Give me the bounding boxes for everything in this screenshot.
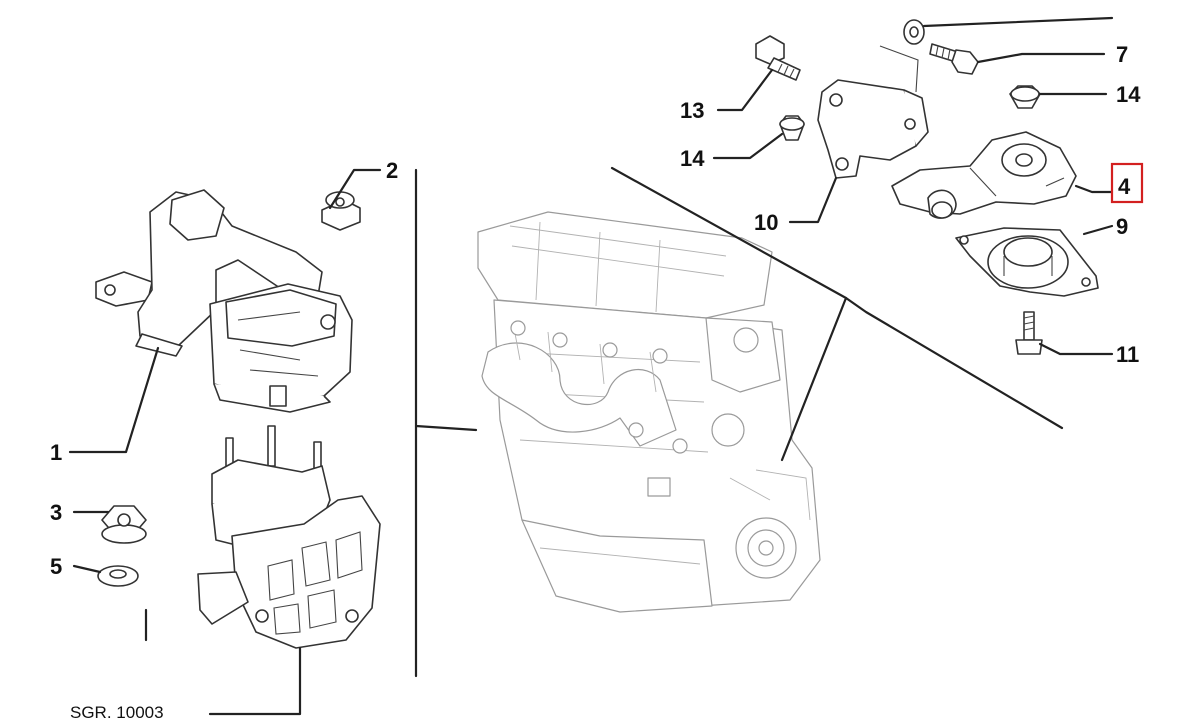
- lower-left-mount-bracket: [197, 425, 381, 649]
- callout-14-right-label: 14: [1116, 82, 1141, 107]
- part-washer-top: [903, 19, 925, 45]
- callout-9-label: 9: [1116, 214, 1128, 239]
- callout-11-label: 11: [1116, 342, 1139, 367]
- callout-4-label: 4: [1118, 174, 1131, 199]
- callout-7-label: 7: [1116, 42, 1128, 67]
- callout-10-label: 10: [754, 210, 778, 235]
- part-13-bolt: [755, 35, 801, 81]
- part-2-flange-nut: [321, 191, 361, 231]
- part-7-bolt: [929, 43, 979, 75]
- part-4-torque-rod-mount: [891, 131, 1077, 219]
- part-9-mounting-plate: [955, 227, 1099, 297]
- highlight-box-part-4: [1110, 162, 1144, 204]
- drawing-reference-code: SGR. 10003: [70, 703, 164, 720]
- callout-13-label: 13: [680, 98, 704, 123]
- engine-block-illustration: [477, 211, 821, 613]
- callout-2-label: 2: [386, 158, 398, 183]
- group-bracket-lines: [414, 166, 1064, 678]
- part-10-angle-bracket: [817, 45, 929, 179]
- callout-5-label: 5: [50, 554, 62, 579]
- callout-1-label: 1: [50, 440, 62, 465]
- part-14-nut-left: [779, 115, 805, 141]
- callout-3-label: 3: [50, 500, 62, 525]
- callout-14-left-label: 14: [680, 146, 705, 171]
- part-1-engine-mount-bracket: [95, 189, 353, 413]
- part-5-washer: [97, 565, 139, 587]
- leader-lines: [68, 16, 1114, 716]
- part-11-bolt: [1015, 311, 1043, 355]
- part-14-nut-right: [1009, 85, 1041, 109]
- part-3-hex-nut: [101, 505, 147, 544]
